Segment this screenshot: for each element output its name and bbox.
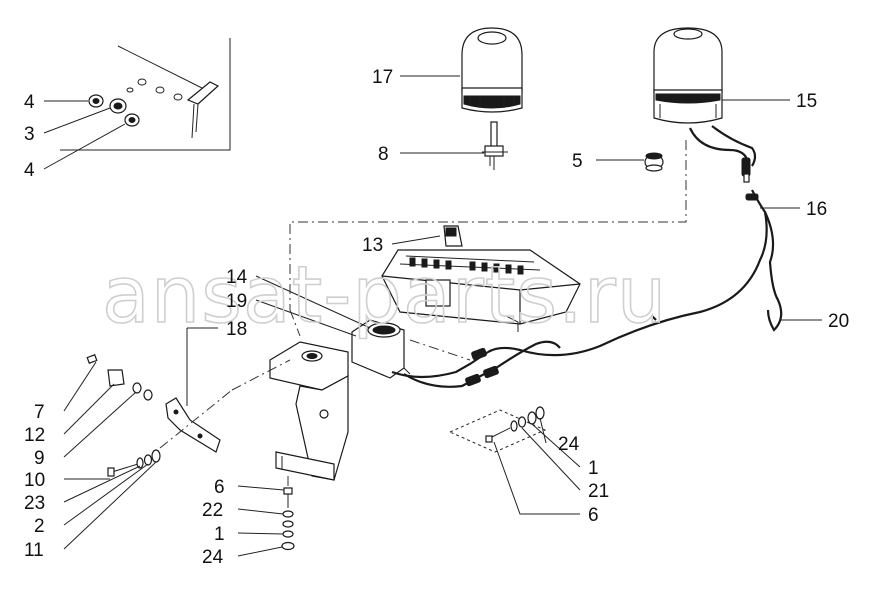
bracket-part-18 [165,397,221,453]
fastener-stack-left [86,354,161,477]
callout-6a: 6 [214,477,225,498]
callout-24b: 24 [558,434,580,455]
cable-harness-part-16 [487,125,783,357]
callout-10: 10 [24,470,45,491]
fastener-stack-right [448,406,547,453]
callout-4b: 4 [24,160,35,181]
callout-1b: 1 [588,458,599,479]
callout-2: 2 [34,516,45,537]
mounting-bracket [269,341,349,481]
fuse-row [409,257,524,275]
fastener-stack-center [281,487,295,551]
callout-3: 3 [24,124,35,145]
callout-17: 17 [372,67,393,88]
callout-21: 21 [588,481,609,502]
callout-12: 12 [24,425,45,446]
callout-15: 15 [796,91,817,112]
bulb-part-8 [482,121,508,170]
assembly-lines [159,140,687,488]
beacon-lamp-part-15 [653,27,723,124]
callout-labels: 4 3 4 17 8 15 5 16 13 14 19 18 20 7 12 9… [24,67,849,568]
fuse-box-part-13 [381,225,581,332]
callout-8: 8 [378,144,389,165]
callout-11: 11 [24,540,44,561]
callout-9: 9 [34,448,45,469]
bracket-part-19 [351,319,411,379]
callout-13: 13 [362,235,383,256]
callout-20: 20 [828,311,849,332]
beacon-lamp-part-17 [461,27,523,113]
callout-22: 22 [202,500,223,521]
callout-18: 18 [226,319,247,340]
leader-lines [43,75,822,557]
inset-panel [60,38,231,151]
grommet-part-4b [124,113,140,127]
callout-5: 5 [572,151,583,172]
callout-6b: 6 [588,505,599,526]
grommet-part-5 [644,152,664,172]
callout-14: 14 [226,267,248,288]
harness-connectors [391,340,561,388]
callout-16: 16 [806,199,827,220]
grommet-part-3 [109,98,127,114]
grommet-part-4a [88,94,104,108]
watermark-text: ansat-parts.ru [102,251,667,341]
callout-7: 7 [34,402,45,423]
callout-23: 23 [24,493,45,514]
callout-19: 19 [226,291,247,312]
callout-1a: 1 [214,524,225,545]
callout-24a: 24 [202,547,224,568]
callout-4a: 4 [24,92,35,113]
